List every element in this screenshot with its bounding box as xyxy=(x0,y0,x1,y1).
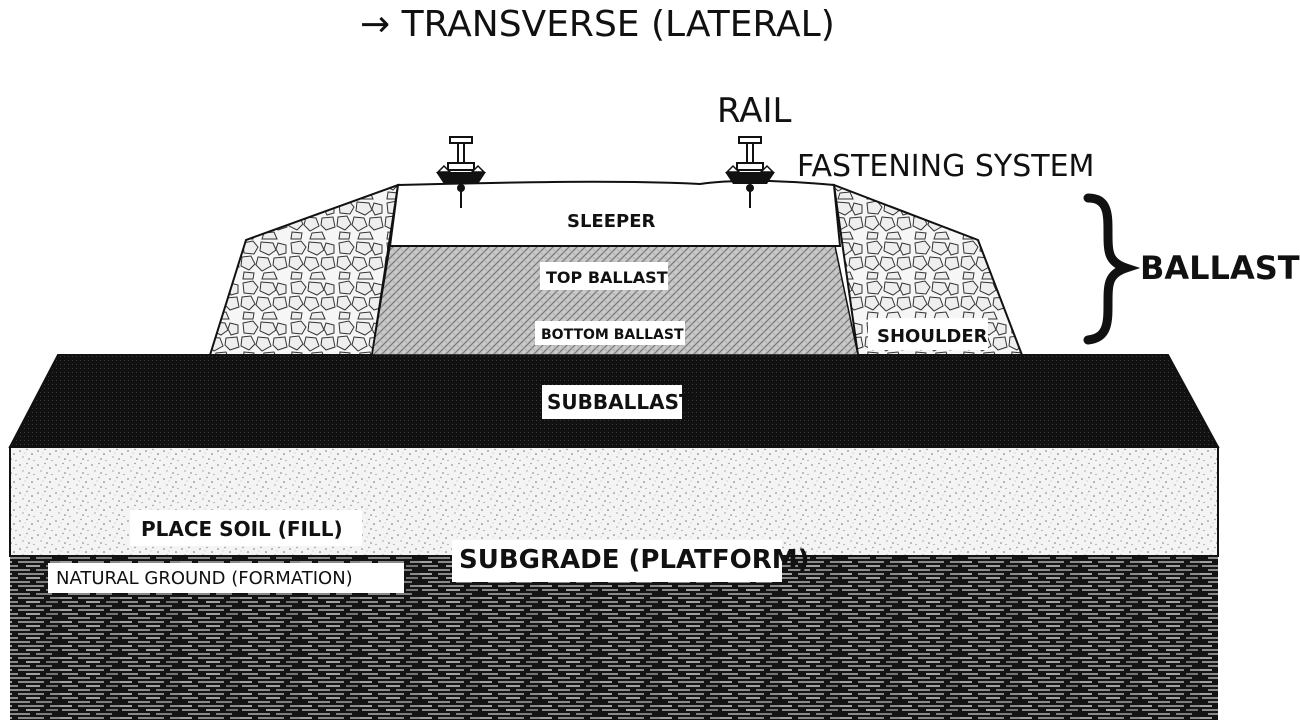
left-shoulder xyxy=(208,183,400,356)
right-rail-assembly xyxy=(725,136,775,208)
ballast-label: BALLAST xyxy=(1140,249,1300,287)
subballast-label: SUBBALLAST xyxy=(547,390,693,414)
place-soil-label: PLACE SOIL (FILL) xyxy=(141,517,343,541)
rail-label: RAIL xyxy=(717,91,792,131)
title: → TRANSVERSE (LATERAL) xyxy=(360,4,835,45)
bottom-ballast-label: BOTTOM BALLAST xyxy=(541,327,684,343)
shoulder-label: SHOULDER xyxy=(877,326,988,347)
ballast-brace xyxy=(1083,193,1141,345)
top-ballast-label: TOP BALLAST xyxy=(546,268,668,287)
sleeper xyxy=(388,179,842,247)
fastening-system-label: FASTENING SYSTEM xyxy=(797,149,1094,184)
right-shoulder xyxy=(832,183,1024,356)
subgrade-label: SUBGRADE (PLATFORM) xyxy=(459,545,810,575)
natural-ground-label: NATURAL GROUND (FORMATION) xyxy=(56,568,353,589)
left-rail-assembly xyxy=(436,136,486,208)
sleeper-label: SLEEPER xyxy=(567,211,656,232)
